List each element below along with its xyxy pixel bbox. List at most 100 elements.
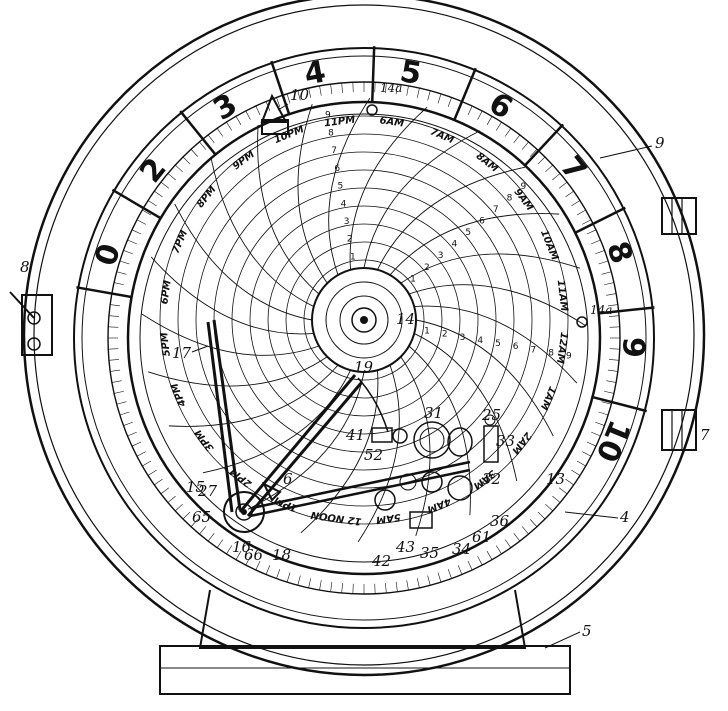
dial-minor-tick bbox=[416, 578, 420, 588]
chart-ring-label: 9 bbox=[325, 111, 331, 121]
dial-minor-tick bbox=[111, 380, 122, 383]
dial-minor-tick bbox=[119, 260, 130, 265]
chart-hour-label: 1AM bbox=[538, 384, 558, 411]
ref-16: 16 bbox=[232, 538, 252, 556]
dial-minor-tick bbox=[521, 526, 529, 535]
dial-minor-tick bbox=[457, 101, 463, 111]
chart-hour-line bbox=[147, 356, 328, 387]
chart-ring-label: 8 bbox=[507, 193, 513, 203]
chart-hour-label: 8PM bbox=[195, 184, 219, 210]
dial-minor-tick bbox=[591, 239, 601, 245]
dial-minor-tick bbox=[558, 181, 568, 189]
chart-hour-line bbox=[349, 106, 428, 270]
dial-minor-tick bbox=[308, 88, 312, 98]
chart-hour-line bbox=[300, 370, 379, 534]
chart-ring-label: 8 bbox=[548, 348, 554, 358]
dial-minor-tick bbox=[131, 229, 142, 235]
dial-minor-tick bbox=[245, 110, 251, 120]
dial-minor-tick bbox=[606, 293, 617, 296]
dial-minor-tick bbox=[591, 431, 601, 437]
chart-hour-label: 2PM bbox=[228, 465, 254, 489]
dial-minor-tick bbox=[297, 90, 301, 101]
dial-minor-tick bbox=[216, 539, 224, 548]
dial-minor-tick bbox=[190, 149, 199, 157]
ref-65: 65 bbox=[192, 508, 211, 526]
dial-tick-marks bbox=[76, 46, 655, 594]
chart-hour-line bbox=[174, 203, 313, 321]
dial-minor-tick bbox=[486, 116, 493, 126]
dial-minor-tick bbox=[330, 581, 333, 592]
dial-minor-tick bbox=[119, 411, 130, 416]
ref-33: 33 bbox=[496, 432, 515, 450]
case-outline bbox=[22, 0, 706, 677]
chart-hour-line bbox=[415, 319, 554, 437]
chart-hour-line bbox=[328, 97, 371, 276]
dial-minor-tick bbox=[513, 134, 521, 144]
dial-minor-tick bbox=[571, 469, 581, 476]
dial-minor-tick bbox=[529, 519, 538, 527]
dial-minor-tick bbox=[123, 421, 133, 426]
dial-minor-tick bbox=[486, 550, 493, 560]
ref-stop-pin: 10 bbox=[290, 86, 310, 104]
dial-minor-tick bbox=[477, 110, 483, 120]
dial-minor-tick bbox=[601, 271, 612, 275]
ref-52: 52 bbox=[364, 446, 383, 464]
chart-ring-label: 7 bbox=[331, 146, 337, 156]
chart-hour-line bbox=[400, 253, 581, 284]
dial-minor-tick bbox=[552, 173, 561, 181]
chart-hour-label: 6AM bbox=[379, 115, 405, 129]
dial-minor-tick bbox=[521, 141, 529, 150]
ref-pin-right: 14a bbox=[590, 303, 612, 317]
dial-major-tick bbox=[453, 67, 477, 121]
dial-minor-tick bbox=[276, 569, 281, 579]
chart-ring-label: 3 bbox=[460, 333, 466, 343]
dial-minor-tick bbox=[437, 93, 442, 104]
chart-hour-label: 5AM bbox=[375, 511, 401, 525]
ref-41: 41 bbox=[345, 426, 365, 444]
reference-numerals: 10 9 8 7 4 5 14a 14a 14 19 17 15 27 65 1… bbox=[20, 81, 710, 649]
dial-minor-tick bbox=[114, 390, 124, 394]
dial-number: 3 bbox=[207, 87, 243, 128]
dial-minor-tick bbox=[447, 97, 452, 107]
chart-hour-line bbox=[202, 370, 351, 474]
chart-ring-label: 2 bbox=[442, 330, 448, 340]
pin-14a-top bbox=[366, 104, 378, 116]
chart-hour-line bbox=[297, 103, 328, 284]
dial-minor-tick bbox=[495, 121, 502, 131]
ref-lever-17: 17 bbox=[172, 344, 192, 362]
dial-minor-tick bbox=[416, 88, 420, 98]
dial-minor-tick bbox=[255, 105, 261, 116]
plunger-lower bbox=[661, 409, 697, 451]
chart-ring bbox=[177, 133, 551, 507]
dial-minor-tick bbox=[265, 565, 271, 575]
dial-minor-tick bbox=[607, 304, 618, 307]
dial-minor-tick bbox=[504, 128, 512, 137]
pin-14a-right bbox=[576, 316, 588, 328]
dial-number: 0 bbox=[88, 240, 128, 271]
dial-minor-tick bbox=[319, 580, 322, 591]
chart-ring-label: 7 bbox=[493, 205, 499, 215]
dial-minor-tick bbox=[385, 583, 387, 594]
chart-ring bbox=[267, 223, 461, 417]
central-hub bbox=[311, 267, 417, 373]
dial-minor-tick bbox=[167, 173, 176, 181]
dial-number: 10 bbox=[588, 415, 636, 467]
dial-minor-tick bbox=[286, 572, 291, 583]
ref-43: 43 bbox=[395, 538, 415, 556]
chart-ring bbox=[285, 241, 443, 399]
dial-minor-tick bbox=[114, 282, 124, 286]
dial-minor-tick bbox=[216, 128, 224, 137]
dial-minor-tick bbox=[529, 149, 538, 157]
dial-number: 9 bbox=[615, 336, 651, 358]
dial-minor-tick bbox=[582, 219, 592, 225]
chart-hour-line bbox=[400, 356, 431, 537]
chart-hour-line bbox=[357, 364, 400, 543]
chart-hour-line bbox=[168, 364, 339, 427]
dial-minor-tick bbox=[598, 260, 609, 265]
dial-minor-tick bbox=[606, 380, 617, 383]
ref-31: 31 bbox=[424, 404, 443, 422]
ref-61: 61 bbox=[472, 528, 491, 546]
ref-bezel: 9 bbox=[655, 134, 665, 152]
base-stand bbox=[159, 589, 571, 695]
dial-minor-tick bbox=[175, 164, 183, 173]
